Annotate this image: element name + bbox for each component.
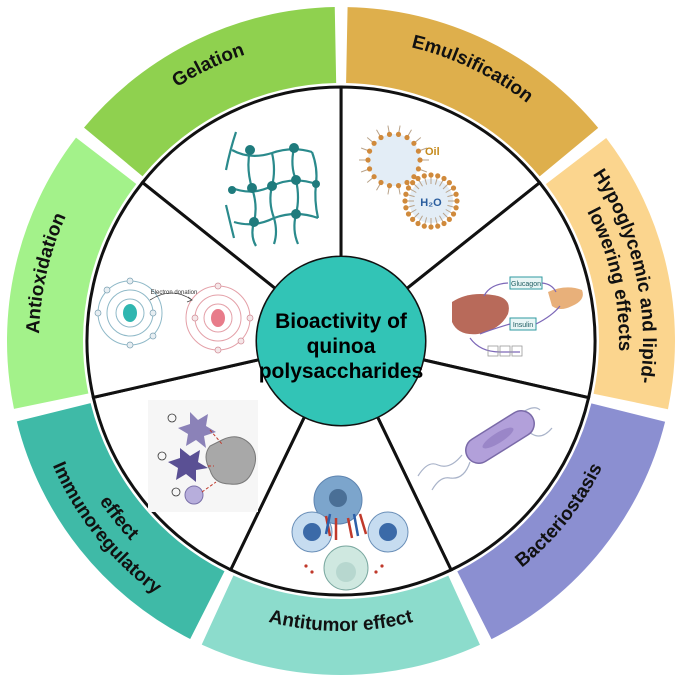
oil-label: Oil (425, 146, 440, 158)
antioxidant-nucleus (123, 304, 137, 322)
liver-icon (452, 294, 509, 335)
outer-segment-gelation (84, 7, 337, 177)
outer-segment-antioxidation (6, 137, 137, 409)
water-label: H₂O (420, 197, 442, 209)
hypoglycemic-pathway-illustration: Glucagon Insulin (452, 276, 583, 357)
outer-segment-bacteriostasis (457, 403, 666, 640)
illustrations: Oil H₂O Glucagon Insulin (94, 125, 583, 591)
dendritic-cell-top (178, 412, 216, 448)
antioxidant-atoms-illustration: Electron donation (94, 277, 254, 354)
glucagon-label: Glucagon (511, 281, 541, 288)
antitumor-cells-illustration (291, 475, 409, 591)
center-title-line-2: quinoa (307, 335, 376, 358)
outer-segment-antitumor (201, 575, 480, 675)
center-circle (257, 257, 425, 425)
pancreas-icon (548, 287, 583, 309)
center-title-line-3: polysaccharides (259, 360, 424, 383)
outer-segment-emulsification (346, 7, 599, 177)
dendritic-cell-middle (168, 448, 208, 482)
radical-nucleus (211, 309, 225, 327)
outer-segment-hypoglycemic (545, 137, 675, 410)
emulsion-micelle-illustration: Oil H₂O (359, 125, 460, 230)
macrophage-cell (205, 436, 256, 485)
insulin-label: Insulin (513, 322, 533, 329)
electron-donation-caption: Electron donation (151, 290, 198, 296)
gelation-network-illustration (224, 131, 320, 247)
bacterium-illustration (417, 407, 553, 491)
immune-cells-illustration (148, 400, 258, 512)
lymphocyte (184, 485, 204, 505)
center-hub: Bioactivity of quinoa polysaccharides (257, 257, 425, 425)
center-title-line-1: Bioactivity of (275, 310, 408, 333)
outer-segment-immunoregulatory (16, 403, 225, 640)
